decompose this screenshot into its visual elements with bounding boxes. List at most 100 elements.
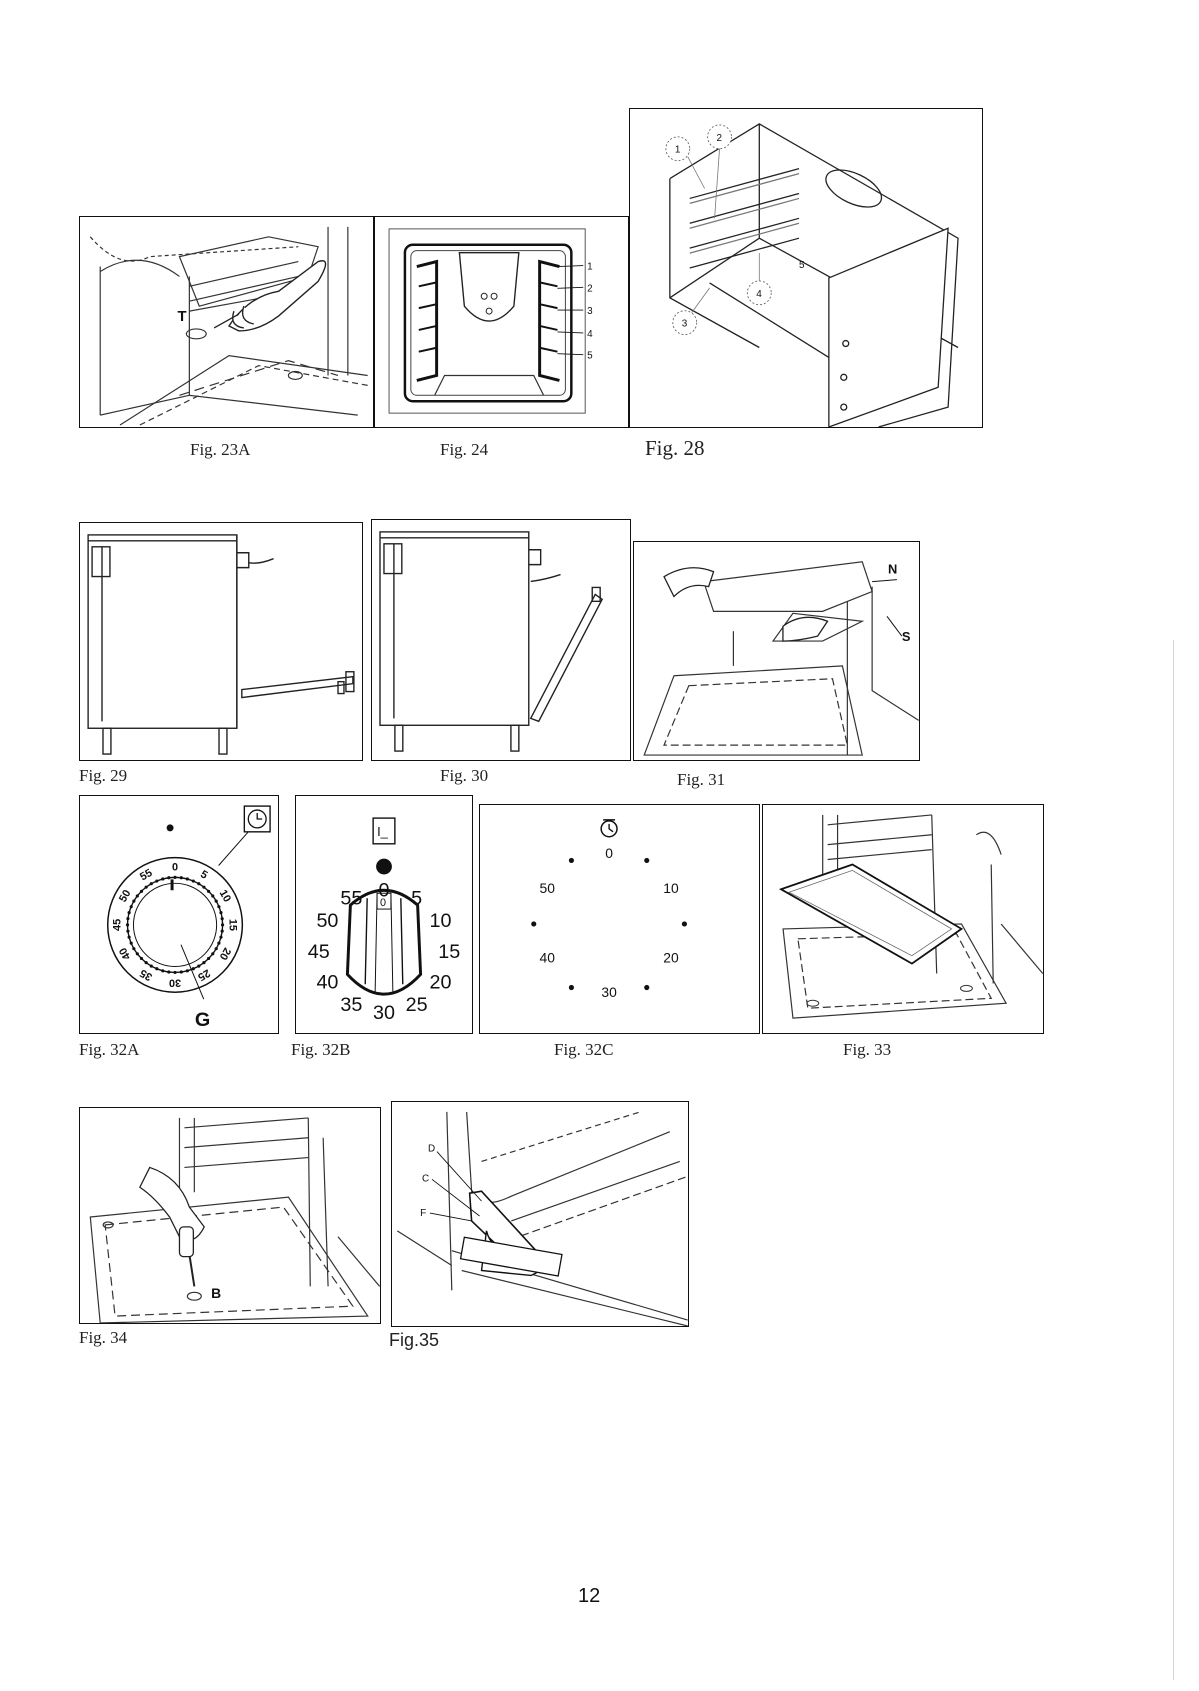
dial-dot <box>644 985 649 990</box>
dial-tick <box>130 905 133 908</box>
level-label-5: 5 <box>587 351 593 362</box>
figure-33 <box>762 804 1044 1034</box>
dial-tick <box>215 900 218 903</box>
figure-28: 1 2 3 4 5 <box>629 108 983 428</box>
dial-number: 15 <box>227 919 239 931</box>
svg-text:I_: I_ <box>377 824 389 839</box>
dial-number: 50 <box>540 880 556 896</box>
dial-tick <box>145 886 148 889</box>
dial-number: 20 <box>430 971 452 993</box>
dial-number: 45 <box>111 919 123 931</box>
dial-tick <box>173 876 176 879</box>
callout-3: 3 <box>682 319 688 330</box>
switch-icon: I_ <box>373 818 395 844</box>
figure-31: N S <box>633 541 920 761</box>
dial-tick <box>140 890 143 893</box>
dial-number: 35 <box>138 966 154 982</box>
dial-tick <box>192 967 195 970</box>
dial-tick <box>211 952 214 955</box>
dial-number: 10 <box>217 888 233 904</box>
mechanical-timer-dial-a: 0510152025303540455055 G <box>80 796 278 1033</box>
dial-number: 45 <box>308 941 330 963</box>
dial-tick <box>173 971 176 974</box>
figure-23a: T <box>79 216 374 428</box>
dial-number: 50 <box>117 888 133 904</box>
dial-number: 40 <box>540 949 556 965</box>
dial-number: 35 <box>340 994 362 1016</box>
caption-fig-32c: Fig. 32C <box>554 1040 614 1060</box>
caption-fig-24: Fig. 24 <box>440 440 488 460</box>
callout-1: 1 <box>675 145 681 156</box>
dial-tick <box>126 930 129 933</box>
dial-number: 30 <box>601 984 617 1000</box>
cooker-side-door-open-drawing <box>80 523 362 760</box>
dial-tick <box>221 917 224 920</box>
dial-dot <box>531 921 536 926</box>
dial-tick <box>217 942 220 945</box>
dial-number: 25 <box>196 966 212 982</box>
caption-fig-32b: Fig. 32B <box>291 1040 351 1060</box>
dial-tick <box>128 911 131 914</box>
dial-tick <box>202 961 205 964</box>
dial-number: 10 <box>430 910 452 932</box>
dial-dot <box>569 858 574 863</box>
dial-number: 40 <box>316 971 338 993</box>
dial-tick <box>219 936 222 939</box>
callout-n: N <box>888 562 897 577</box>
dial-tick <box>186 877 189 880</box>
dial-number: 5 <box>411 888 422 910</box>
dial-number: 30 <box>169 976 181 988</box>
figure-30 <box>371 519 631 761</box>
dial-tick <box>221 930 224 933</box>
dial-number: 40 <box>117 945 133 961</box>
dial-tick <box>136 952 139 955</box>
dial-tick <box>221 923 224 926</box>
callout-s: S <box>902 629 911 644</box>
dial-tick <box>161 969 164 972</box>
caption-fig-32a: Fig. 32A <box>79 1040 139 1060</box>
dial-tick <box>126 923 129 926</box>
dial-tick <box>145 961 148 964</box>
callout-t: T <box>177 309 186 325</box>
dial-number: 10 <box>663 880 679 896</box>
scan-edge-line <box>1173 640 1174 1680</box>
page-number: 12 <box>578 1585 600 1608</box>
dial-number: 0 <box>172 861 178 873</box>
callout-d: D <box>428 1144 435 1155</box>
level-label-1: 1 <box>587 262 593 273</box>
callout-4: 4 <box>756 289 762 300</box>
dial-tick <box>140 957 143 960</box>
figure-35: D C F <box>391 1101 689 1327</box>
figure-24: 1 2 3 4 5 <box>374 216 629 428</box>
dial-tick <box>180 876 183 879</box>
caption-fig-31: Fig. 31 <box>677 770 725 790</box>
level-label-3: 3 <box>587 306 593 317</box>
callout-5: 5 <box>799 260 805 271</box>
dial-tick <box>161 877 164 880</box>
dial-number: 55 <box>138 867 154 883</box>
dial-tick <box>180 970 183 973</box>
dial-tick <box>186 969 189 972</box>
shelf-frame-assembly-drawing: 1 2 3 4 5 <box>630 109 982 427</box>
dial-tick <box>202 886 205 889</box>
dial-number: 15 <box>438 941 460 963</box>
figure-34: B <box>79 1107 381 1324</box>
callout-c: C <box>422 1173 429 1184</box>
callout-b: B <box>211 1285 221 1301</box>
dial-number: 30 <box>373 1002 395 1024</box>
dial-number: 0 <box>605 845 613 861</box>
dial-tick <box>197 964 200 967</box>
dial-number: 20 <box>663 949 679 965</box>
removing-top-panel-drawing: N S <box>634 542 919 760</box>
dial-tick <box>215 947 218 950</box>
dial-tick <box>130 942 133 945</box>
dial-tick <box>132 947 135 950</box>
dial-tick <box>211 894 214 897</box>
dial-number: 55 <box>340 888 362 910</box>
dial-tick <box>217 905 220 908</box>
level-label-2: 2 <box>587 283 593 294</box>
callout-g: G <box>195 1009 210 1031</box>
